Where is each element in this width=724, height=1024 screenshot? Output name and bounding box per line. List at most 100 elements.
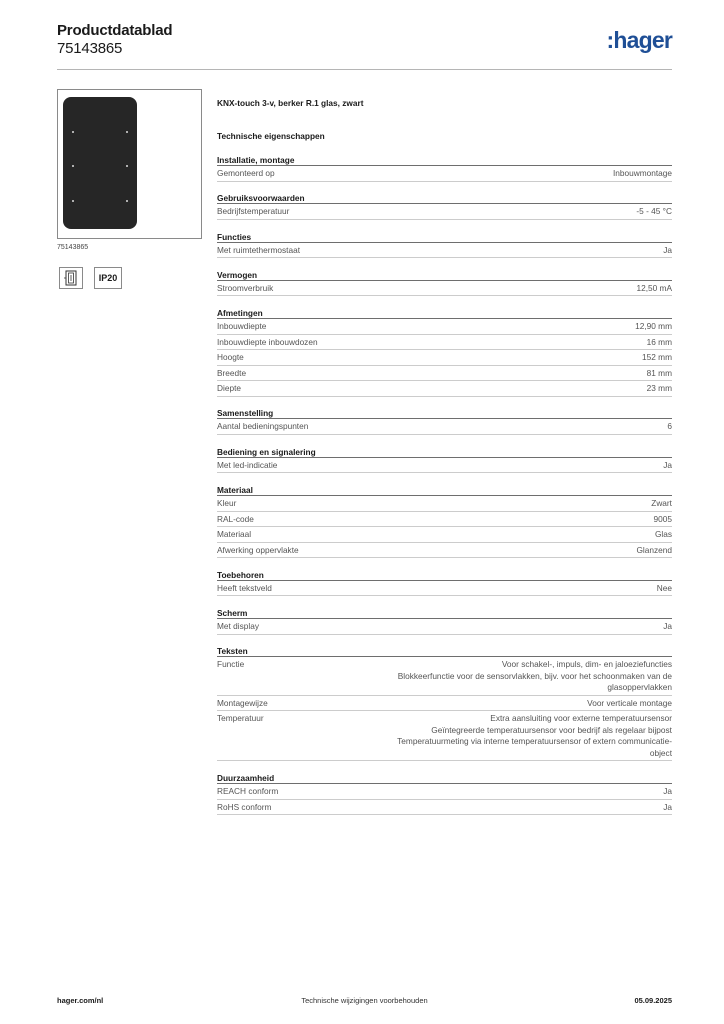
hager-logo: :hager	[606, 27, 673, 53]
section-title: Afmetingen	[217, 308, 672, 320]
touch-dot	[126, 165, 128, 167]
spec-value-line: glasoppervlakken	[607, 682, 672, 693]
product-number: 75143865	[57, 40, 123, 57]
spec-row: Heeft tekstveld Nee	[217, 581, 672, 597]
footer-website-link[interactable]: hager.com/nl	[57, 996, 104, 1005]
spec-label: Montagewijze	[217, 697, 268, 708]
section-title: Functies	[217, 232, 672, 243]
footer-note: Technische wijzigingen voorbehouden	[301, 996, 428, 1005]
spec-label: Functie	[217, 659, 245, 670]
spec-value: 152 mm	[347, 352, 672, 364]
ip-rating-badge: IP20	[94, 267, 122, 289]
footer-date: 05.09.2025	[634, 996, 672, 1005]
spec-label: Gemonteerd op	[217, 168, 275, 178]
spec-label: Met led-indicatie	[217, 459, 278, 470]
section-title: Materiaal	[217, 485, 672, 497]
spec-value: 9005	[347, 514, 672, 526]
spec-value: Glas	[347, 529, 672, 541]
page-title: Productdatablad	[57, 22, 173, 39]
spec-value: 16 mm	[347, 337, 672, 349]
spec-row: Bedrijfstemperatuur -5 - 45 °C	[217, 204, 672, 220]
spec-value-line: Voor schakel-, impuls, dim- en jaloezief…	[501, 659, 672, 670]
spec-value: Voor schakel-, impuls, dim- en jaloezief…	[347, 659, 672, 694]
spec-value-line: Glas	[654, 529, 672, 540]
spec-label: Hoogte	[217, 352, 244, 363]
spec-value-line: Ja	[663, 244, 672, 255]
page-header: Productdatablad 75143865 :hager	[57, 22, 673, 70]
spec-value-line: Ja	[663, 459, 672, 470]
spec-value-line: Geïntegreerde temperatuursensor voor bed…	[431, 724, 672, 735]
image-caption: 75143865	[57, 244, 89, 251]
touch-dot	[72, 131, 74, 133]
tech-heading: Technische eigenschappen	[217, 131, 325, 141]
spec-value-line: 152 mm	[642, 352, 672, 363]
spec-value: Ja	[347, 245, 672, 257]
spec-value-line: 81 mm	[646, 367, 672, 378]
spec-row: Functie Voor schakel-, impuls, dim- en ja…	[217, 657, 672, 696]
spec-value-line: 12,90 mm	[635, 321, 672, 332]
spec-value: Extra aansluiting voor externe temperatu…	[347, 713, 672, 759]
knx-touch-panel	[63, 97, 137, 229]
section-title: Scherm	[217, 608, 672, 620]
section-title: Bediening en signalering	[217, 447, 672, 458]
spec-value-line: -5 - 45 °C	[636, 206, 672, 217]
product-title: KNX-touch 3-v, berker R.1 glas, zwart	[217, 98, 364, 108]
spec-value: Glanzend	[347, 545, 672, 557]
section-title: Gebruiksvoorwaarden	[217, 193, 672, 205]
spec-value: Inbouwmontage	[347, 168, 672, 180]
spec-label: Materiaal	[217, 529, 252, 540]
spec-value-line: object	[649, 747, 672, 758]
spec-label: Bedrijfstemperatuur	[217, 206, 290, 217]
spec-label: RoHS conform	[217, 801, 272, 812]
spec-value-line: 16 mm	[646, 336, 672, 347]
spec-label: Aantal bedieningspunten	[217, 421, 309, 432]
spec-value: Ja	[347, 460, 672, 472]
spec-value-line: Extra aansluiting voor externe temperatu…	[490, 713, 672, 724]
spec-value-line: Ja	[663, 621, 672, 632]
spec-row: Aantal bedieningspunten 6	[217, 419, 672, 435]
flush-mount-icon	[59, 267, 83, 289]
spec-value-line: Inbouwmontage	[612, 168, 672, 178]
touch-dot	[126, 131, 128, 133]
section-title: Vermogen	[217, 270, 672, 281]
spec-value-line: Nee	[656, 582, 672, 593]
spec-value: Ja	[347, 802, 672, 814]
spec-value-line: 12,50 mA	[636, 282, 672, 293]
section-title: Teksten	[217, 646, 672, 658]
spec-value: 12,90 mm	[347, 321, 672, 333]
spec-row: REACH conform Ja	[217, 784, 672, 800]
spec-value: 23 mm	[347, 383, 672, 395]
spec-value: Voor verticale montage	[347, 698, 672, 710]
spec-label: REACH conform	[217, 786, 279, 797]
spec-label: Heeft tekstveld	[217, 582, 272, 593]
spec-label: Temperatuur	[217, 713, 264, 724]
spec-value-line: Ja	[663, 786, 672, 797]
spec-label: Afwerking oppervlakte	[217, 544, 299, 555]
spec-value-line: Zwart	[651, 498, 672, 509]
spec-content: KNX-touch 3-v, berker R.1 glas, zwart Te…	[217, 98, 672, 827]
spec-value-line: 9005	[653, 513, 672, 524]
spec-value-line: Temperatuurmeting via interne temperatuu…	[397, 736, 672, 747]
spec-value-line: 6	[667, 421, 672, 432]
spec-row: RoHS conform Ja	[217, 800, 672, 816]
touch-dot	[72, 200, 74, 202]
section-title: Samenstelling	[217, 408, 672, 420]
spec-value: Zwart	[347, 498, 672, 510]
